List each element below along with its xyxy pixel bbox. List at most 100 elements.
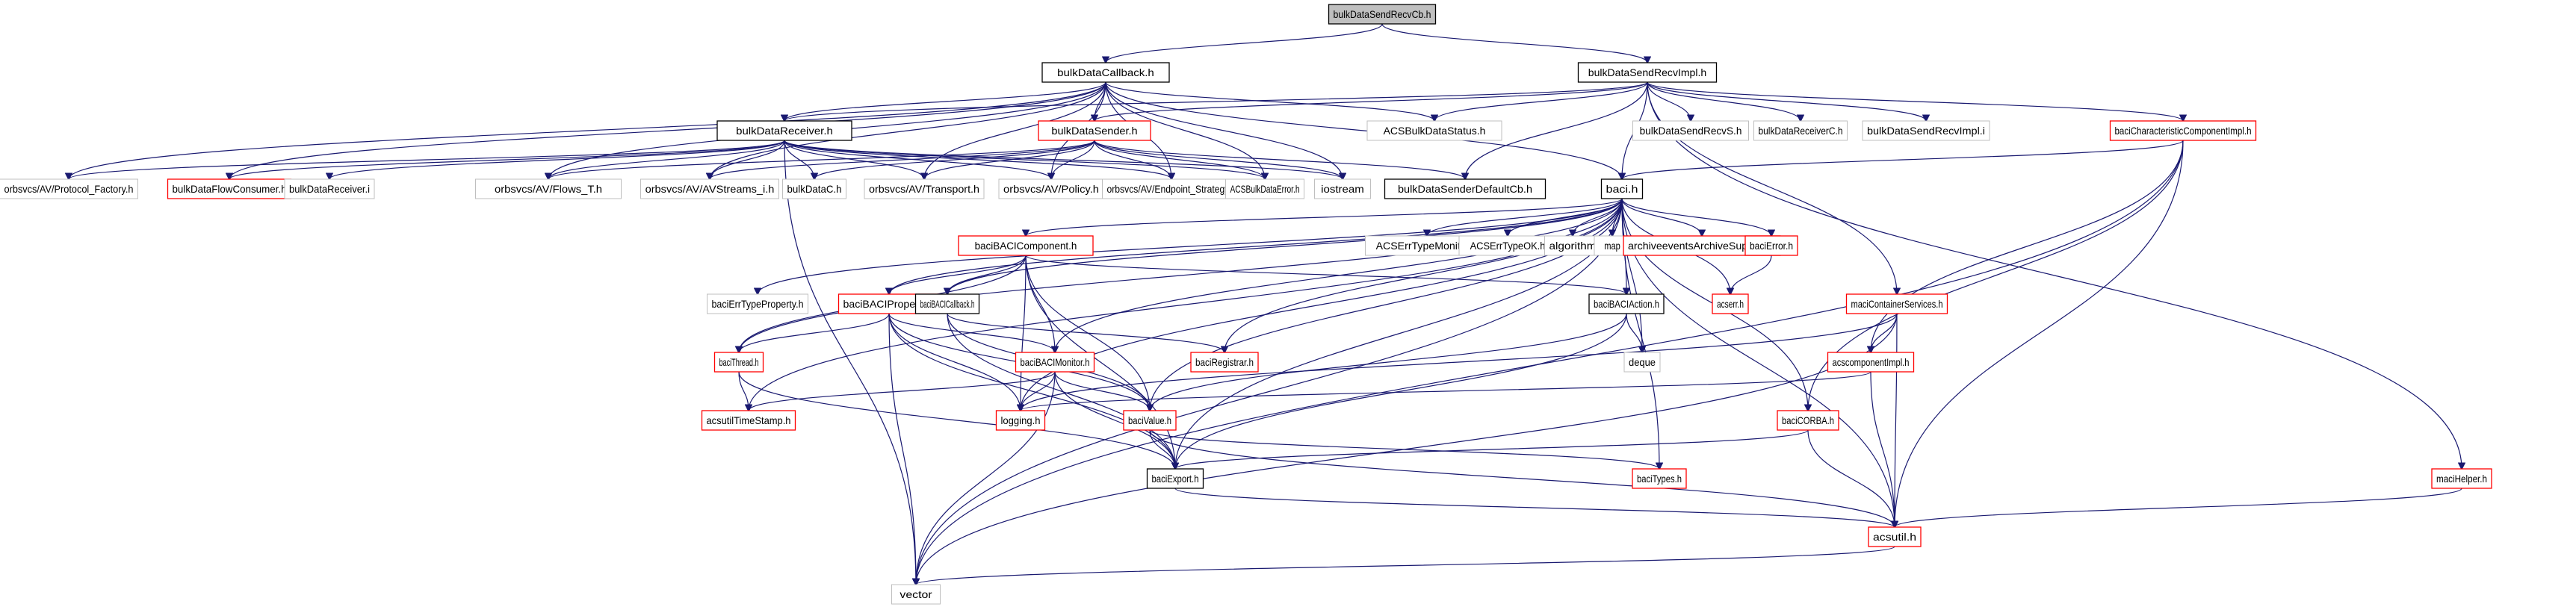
node-bulkdataflowconsumer-h[interactable]: bulkDataFlowConsumer.h <box>167 178 292 199</box>
edge-bulkdatareceiver-h-to-orbsvcs-av-flows-t-h <box>548 140 785 179</box>
node-box <box>167 178 292 199</box>
edge-bacibaciproperty-h-to-vector <box>888 313 916 585</box>
node-box <box>1038 120 1151 141</box>
node-box <box>1632 468 1687 489</box>
node-box <box>716 120 852 141</box>
edge-bulkdatasendrecvimpl-h-to-macicontainerservices-h <box>1647 81 1897 294</box>
edge-bulkdatareceiver-h-to-vector <box>784 140 916 585</box>
edge-bulkdatacallback-h-to-acsbulkdataerror-h <box>1105 81 1265 179</box>
node-label: vector <box>900 588 932 600</box>
node-label: acserr.h <box>1717 298 1744 310</box>
edge-bulkdatareceiver-h-to-acsbulkdataerror-h <box>784 140 1265 179</box>
node-box <box>0 178 138 199</box>
node-box <box>1015 352 1095 373</box>
edge-bacibacimonitor-h-to-vector <box>916 371 1056 585</box>
node-acsutil-h[interactable]: acsutil.h <box>1868 526 1922 547</box>
node-box <box>475 178 622 199</box>
node-box <box>1827 352 1915 373</box>
edge-bulkdatasender-h-to-orbsvcs-av-transport-h <box>924 140 1095 179</box>
node-bulkdatasender-h[interactable]: bulkDataSender.h <box>1038 120 1151 141</box>
node-label: baciBACIAction.h <box>1594 298 1659 310</box>
node-label: bulkDataReceiver.h <box>736 125 833 137</box>
node-bulkdatareceiverc-h: bulkDataReceiverC.h <box>1753 120 1848 141</box>
node-macicontainerservices-h[interactable]: maciContainerServices.h <box>1845 293 1948 314</box>
node-label: baciBACIMonitor.h <box>1021 356 1090 368</box>
node-bulkdatasendrecvcb-h[interactable]: bulkDataSendRecvCb.h <box>1328 4 1437 25</box>
node-bulkdatareceiver-i: bulkDataReceiver.i <box>284 178 375 199</box>
node-logging-h[interactable]: logging.h <box>995 410 1046 431</box>
node-label: baci.h <box>1606 183 1638 195</box>
edge-bacibacicomponent-h-to-bacibaciaction-h <box>1025 255 1626 294</box>
edge-baci-h-to-bacibaciproperty-h <box>889 198 1623 294</box>
node-box <box>1744 235 1798 256</box>
node-label: bulkDataC.h <box>787 183 842 195</box>
node-bacierror-h[interactable]: baciError.h <box>1744 235 1798 256</box>
node-label: orbsvcs/AV/Transport.h <box>869 183 979 195</box>
node-box <box>2109 120 2257 141</box>
edge-baciexport-h-to-acsutil-h <box>1174 488 1895 527</box>
node-label: baciCORBA.h <box>1782 414 1834 426</box>
node-acsutiltimestamp-h[interactable]: acsutilTimeStamp.h <box>701 410 796 431</box>
edge-bulkdatasendrecvimpl-h-to-bulkdatasendrecvs-h <box>1647 81 1691 121</box>
node-label: acsutilTimeStamp.h <box>707 414 791 426</box>
edge-bulkdatacallback-h-to-baci-h <box>1105 81 1622 179</box>
node-label: ACSBulkDataError.h <box>1230 183 1300 195</box>
node-bacicorba-h[interactable]: baciCORBA.h <box>1777 410 1839 431</box>
node-label: algorithm <box>1549 240 1597 252</box>
node-box <box>1366 120 1502 141</box>
node-box <box>1225 178 1304 199</box>
node-vector: vector <box>891 584 941 605</box>
node-bacithread-h[interactable]: baciThread.h <box>713 352 764 373</box>
node-baciregistrar-h[interactable]: baciRegistrar.h <box>1190 352 1259 373</box>
node-acscomponentimpl-h[interactable]: acscomponentImpl.h <box>1827 352 1915 373</box>
node-macihelper-h[interactable]: maciHelper.h <box>2431 468 2492 489</box>
edge-baci-h-to-bacibacicomponent-h <box>1026 198 1623 236</box>
node-bacibacicallback-h[interactable]: baciBACICallback.h <box>914 293 980 314</box>
edge-bacibaciaction-h-to-deque <box>1626 313 1642 352</box>
node-bacibacimonitor-h[interactable]: baciBACIMonitor.h <box>1015 352 1095 373</box>
edge-bacicharacteristiccomponentimpl-h-to-acscomponentimpl-h <box>1871 140 2184 352</box>
node-box <box>1712 293 1749 314</box>
edge-bulkdatacallback-h-to-bulkdataflowconsumer-h <box>229 81 1106 179</box>
node-box <box>640 178 779 199</box>
node-box <box>1384 178 1546 199</box>
edge-bulkdatareceiver-h-to-iostream <box>784 140 1343 179</box>
node-label: acscomponentImpl.h <box>1833 356 1910 368</box>
edge-bacibaciproperty-h-to-bacibacimonitor-h <box>888 313 1055 352</box>
edge-acscomponentimpl-h-to-acsutil-h <box>1870 371 1895 527</box>
node-bacivalue-h[interactable]: baciValue.h <box>1123 410 1177 431</box>
node-baci-h[interactable]: baci.h <box>1600 178 1644 199</box>
node-bacitypes-h[interactable]: baciTypes.h <box>1632 468 1687 489</box>
node-bacicharacteristiccomponentimpl-h[interactable]: baciCharacteristicComponentImpl.h <box>2109 120 2257 141</box>
nodes-layer: bulkDataSendRecvCb.h bulkDataCallback.h bu… <box>0 4 2492 605</box>
node-box <box>1600 178 1644 199</box>
edge-bacibaciaction-h-to-baciexport-h <box>1175 313 1627 469</box>
edge-macihelper-h-to-acsutil-h <box>1895 488 2462 527</box>
node-label: ACSErrTypeMonitor.h <box>1376 240 1479 252</box>
node-bulkdatareceiver-h[interactable]: bulkDataReceiver.h <box>716 120 852 141</box>
node-box <box>284 178 375 199</box>
node-baciexport-h[interactable]: baciExport.h <box>1146 468 1204 489</box>
edge-bulkdatareceiver-h-to-orbsvcs-av-policy-h <box>784 140 1051 179</box>
node-acsbulkdatastatus-h: ACSBulkDataStatus.h <box>1366 120 1502 141</box>
node-acserr-h[interactable]: acserr.h <box>1712 293 1749 314</box>
node-bacibacicomponent-h[interactable]: baciBACIComponent.h <box>958 235 1094 256</box>
edge-bacibacicomponent-h-to-bacibacimonitor-h <box>1025 255 1055 352</box>
edge-bulkdatasendrecvimpl-h-to-bulkdatareceiver-h <box>784 81 1648 121</box>
edge-bulkdatasendrecvimpl-h-to-bulkdatareceiverc-h <box>1647 81 1801 121</box>
node-box <box>1868 526 1922 547</box>
edge-macicontainerservices-h-to-logging-h <box>1021 313 1898 411</box>
edge-bulkdatasender-h-to-bulkdatasenderdefaultcb-h <box>1094 140 1465 179</box>
node-box <box>864 178 985 199</box>
edge-bacibacicallback-h-to-baciregistrar-h <box>947 313 1224 352</box>
node-bulkdatacallback-h[interactable]: bulkDataCallback.h <box>1041 62 1170 83</box>
edge-bulkdatacallback-h-to-orbsvcs-av-transport-h <box>924 81 1106 179</box>
node-bulkdatasenderdefaultcb-h[interactable]: bulkDataSenderDefaultCb.h <box>1384 178 1546 199</box>
edge-bacithread-h-to-baciexport-h <box>738 371 1175 469</box>
node-bulkdatasendrecvimpl-h[interactable]: bulkDataSendRecvImpl.h <box>1577 62 1718 83</box>
node-box <box>1102 178 1241 199</box>
edge-acsutil-h-to-vector <box>916 546 1895 585</box>
node-bacibaciaction-h[interactable]: baciBACIAction.h <box>1588 293 1665 314</box>
edge-bulkdatasendrecvcb-h-to-bulkdatasendrecvimpl-h <box>1381 23 1647 63</box>
